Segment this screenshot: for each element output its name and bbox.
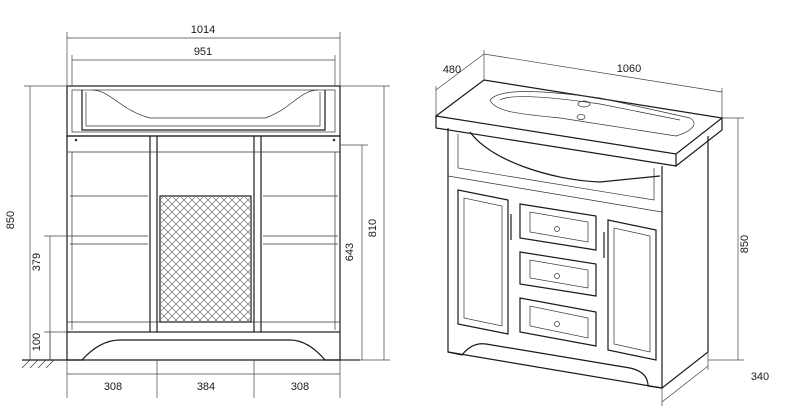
dim-label-mid-bay: 384: [197, 381, 215, 393]
dim-top-height: 810: [340, 85, 390, 361]
dim-label-shelf-height: 379: [31, 253, 43, 271]
iso-cabinet-body: [447, 128, 709, 389]
iso-view: 480 1060 850 340: [434, 50, 769, 406]
iso-drawer-1: [519, 203, 597, 251]
dim-total-width: 1014: [66, 24, 341, 86]
iso-plinth: [447, 343, 663, 389]
dim-basin-width: 951: [71, 46, 336, 86]
front-cabinet-body: [66, 135, 341, 333]
front-view: 1014 951 850 379 100: [5, 24, 390, 398]
iso-countertop: [434, 79, 724, 183]
dim-cabinet-height: 643: [340, 144, 368, 360]
dim-label-iso-height: 850: [739, 235, 751, 253]
dim-bottom-bays: 308 384 308: [66, 360, 341, 398]
dim-label-basin-width: 951: [194, 46, 212, 58]
front-basin-top: [66, 85, 341, 142]
dim-plinth-height: 100: [31, 331, 67, 360]
floor-hatch: [21, 359, 55, 369]
dim-label-iso-plinth-depth: 340: [751, 371, 769, 383]
dim-iso-depth: 480: [435, 50, 485, 116]
iso-left-door: [457, 189, 512, 335]
dim-iso-height: 850: [708, 117, 751, 361]
dim-iso-width: 1060: [483, 53, 723, 118]
dim-label-total-width: 1014: [191, 24, 215, 36]
front-lattice-panel: [159, 195, 252, 323]
iso-right-door: [603, 219, 657, 361]
dim-label-right-bay: 308: [291, 381, 309, 393]
dim-label-cabinet-height: 643: [344, 243, 356, 261]
dim-label-iso-width: 1060: [617, 63, 641, 75]
dim-label-left-bay: 308: [104, 381, 122, 393]
dim-total-height: 850: [5, 85, 67, 360]
iso-drawer-2: [519, 251, 597, 297]
dim-label-plinth-height: 100: [31, 333, 43, 351]
iso-drawer-3: [519, 297, 597, 347]
dim-iso-plinth-depth: 340: [661, 352, 769, 406]
dim-label-iso-depth: 480: [443, 64, 461, 76]
dim-label-total-height: 850: [5, 211, 17, 229]
dim-label-top-height: 810: [367, 219, 379, 237]
front-plinth: [66, 332, 341, 361]
